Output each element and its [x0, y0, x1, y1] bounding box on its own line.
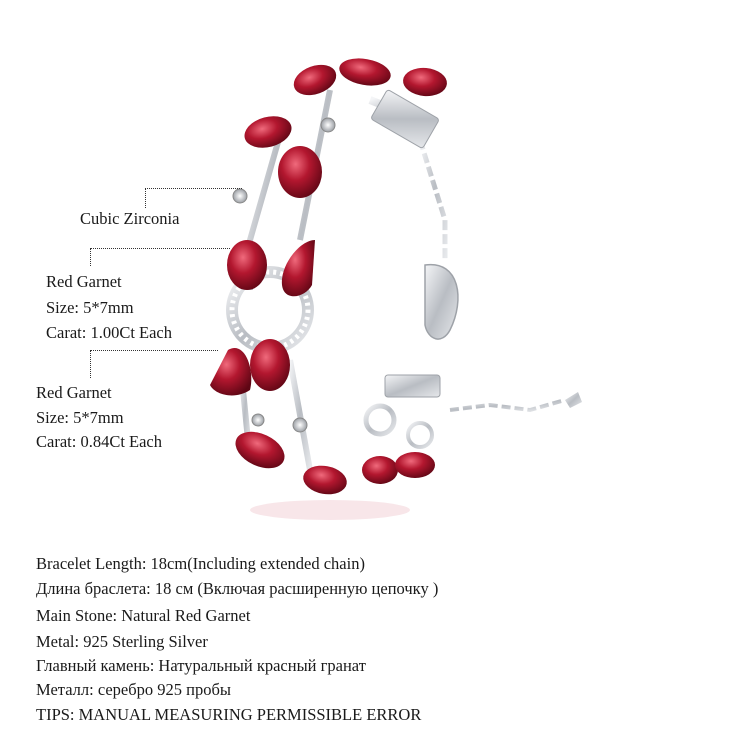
garnet-stone — [250, 339, 290, 391]
garnet-stone — [403, 67, 447, 97]
leader-line — [90, 248, 230, 249]
annotation-garnet-2-size: Size: 5*7mm — [36, 408, 124, 427]
spec-tips: TIPS: MANUAL MEASURING PERMISSIBLE ERROR — [36, 705, 422, 724]
garnet-stone — [339, 58, 391, 86]
garnet-stone — [362, 456, 398, 484]
annotation-garnet-1-name: Red Garnet — [46, 272, 122, 291]
garnet-stone — [303, 465, 347, 495]
extension-chain — [449, 398, 566, 413]
lobster-clasp — [424, 263, 459, 340]
garnet-stone — [293, 64, 337, 96]
spec-metal-en: Metal: 925 Sterling Silver — [36, 632, 208, 651]
garnet-stone — [227, 240, 267, 290]
spec-metal-ru: Металл: серебро 925 пробы — [36, 680, 231, 699]
annotation-cubic-zirconia: Cubic Zirconia — [80, 209, 180, 228]
leader-line — [145, 188, 146, 208]
annotation-garnet-1-size: Size: 5*7mm — [46, 298, 134, 317]
bracelet-photo — [210, 58, 582, 520]
garnet-stone — [395, 452, 435, 478]
garnet-stone — [210, 348, 252, 396]
garnet-stone — [235, 431, 285, 469]
spec-length-ru: Длина браслета: 18 см (Включая расширенн… — [36, 579, 439, 598]
chain-upper — [417, 139, 448, 260]
leader-line — [90, 350, 218, 351]
cz-stone — [292, 417, 308, 433]
annotation-garnet-2-name: Red Garnet — [36, 383, 112, 402]
cz-stone — [251, 413, 265, 427]
annotation-garnet-2-carat: Carat: 0.84Ct Each — [36, 432, 163, 451]
spec-main-stone-en: Main Stone: Natural Red Garnet — [36, 606, 251, 625]
chain-tail-drop — [565, 392, 582, 408]
leader-line — [90, 248, 91, 266]
leader-line — [90, 350, 91, 378]
garnet-stone — [281, 240, 315, 297]
annotation-garnet-1-carat: Carat: 1.00Ct Each — [46, 323, 173, 342]
garnet-stone — [278, 146, 322, 198]
cz-stone — [232, 188, 248, 204]
spec-main-stone-ru: Главный камень: Натуральный красный гран… — [36, 656, 366, 675]
garnet-stone — [244, 116, 292, 148]
cz-stone — [320, 117, 336, 133]
leader-line — [145, 188, 242, 189]
spec-length-en: Bracelet Length: 18cm(Including extended… — [36, 554, 365, 573]
